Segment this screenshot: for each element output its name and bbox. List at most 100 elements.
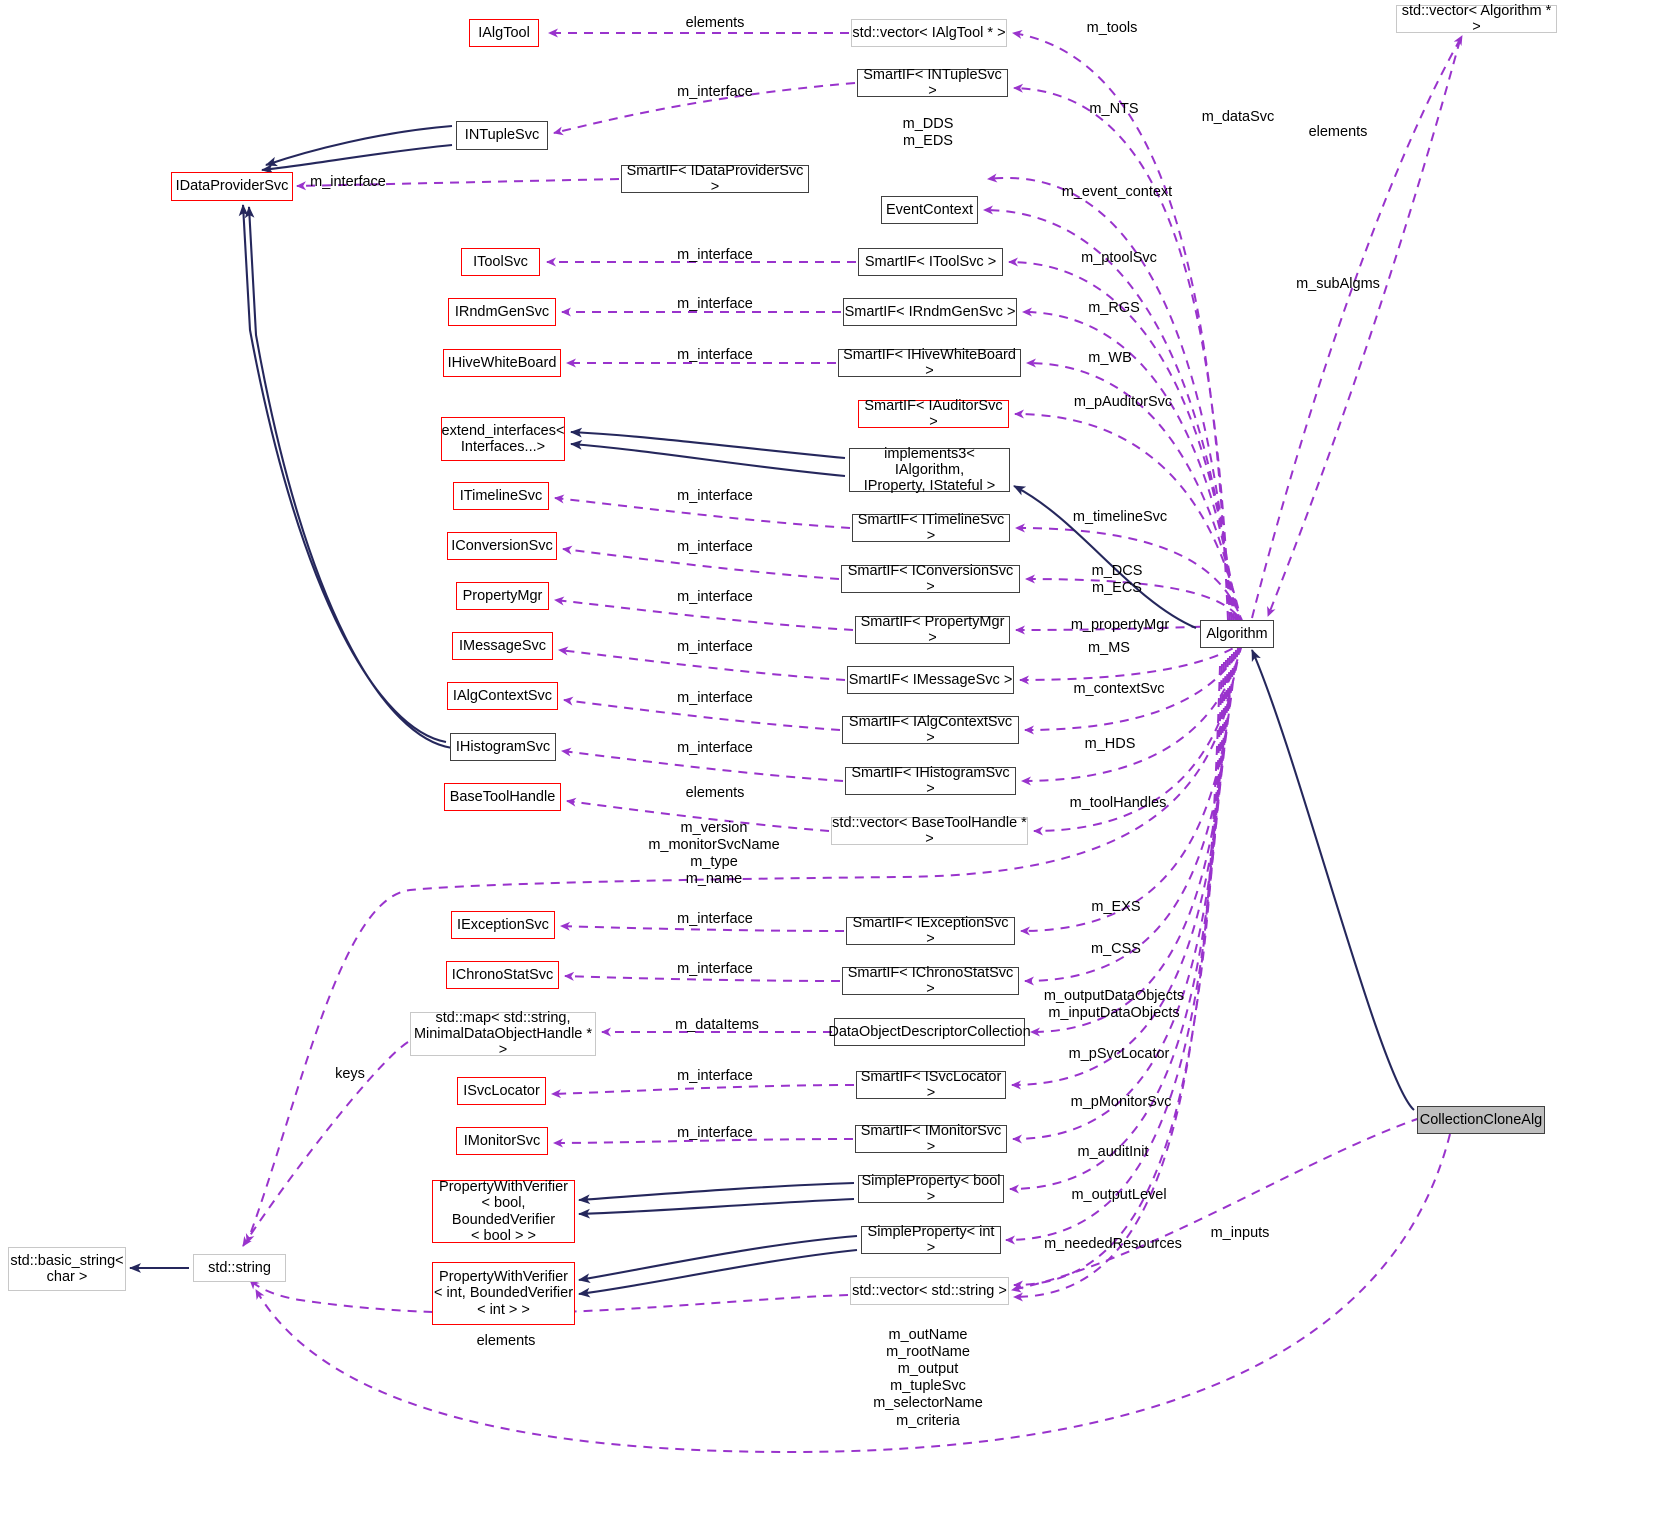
node-basic-string-char[interactable]: std::basic_string< char > [8,1247,126,1291]
node-label: std::vector< IAlgTool * > [852,24,1006,41]
edge-label-m-pmonitorsvc: m_pMonitorSvc [1070,1094,1172,1110]
node-itimelinesvc[interactable]: ITimelineSvc [453,482,549,510]
node-label: SmartIF< INTupleSvc > [863,66,1002,99]
node-label: ITimelineSvc [459,487,543,504]
node-isvclocator[interactable]: ISvcLocator [457,1077,546,1105]
node-propertywithverifier-int[interactable]: PropertyWithVerifier < int, BoundedVerif… [432,1262,575,1325]
edge-label-m-toolhandles: m_toolHandles [1069,795,1167,811]
edge-label-m-inputs: m_inputs [1210,1225,1270,1241]
edge-label-m-interface-imessagesvc: m_interface [677,639,753,655]
node-std-string[interactable]: std::string [193,1254,286,1282]
node-label: std::map< std::string, MinimalDataObject… [413,1009,593,1059]
node-irndmgensvc[interactable]: IRndmGenSvc [448,298,556,326]
node-basetoolhandle[interactable]: BaseToolHandle [444,783,561,811]
node-smartif-iauditorsvc[interactable]: SmartIF< IAuditorSvc > [858,398,1009,430]
node-simpleproperty-int[interactable]: SimpleProperty< int > [861,1223,1001,1256]
edge-label-m-ptoolsvc: m_ptoolSvc [1081,250,1157,266]
node-smartif-ihistogramsvc[interactable]: SmartIF< IHistogramSvc > [845,764,1016,797]
edge-label-m-contextsvc: m_contextSvc [1073,681,1165,697]
edge-label-elements-basetoolhandle: elements [685,785,745,801]
node-ihistogramsvc[interactable]: IHistogramSvc [450,733,556,761]
edge-label-m-auditinit: m_auditInit [1077,1144,1149,1160]
edge-label-m-timelinesvc: m_timelineSvc [1072,509,1168,525]
node-label: ISvcLocator [463,1082,540,1099]
node-smartif-isvclocator[interactable]: SmartIF< ISvcLocator > [856,1069,1006,1101]
node-smartif-propertymgr[interactable]: SmartIF< PropertyMgr > [855,613,1010,646]
node-smartif-imessagesvc[interactable]: SmartIF< IMessageSvc > [847,666,1014,694]
node-smartif-imonitorsvc[interactable]: SmartIF< IMonitorSvc > [855,1123,1007,1155]
node-label: SmartIF< IHistogramSvc > [851,764,1010,797]
edge-label-elements-string: elements [476,1333,536,1349]
edge-label-m-outputlevel: m_outputLevel [1071,1187,1167,1203]
node-eventcontext[interactable]: EventContext [881,196,978,224]
node-smartif-ialgcontextsvc[interactable]: SmartIF< IAlgContextSvc > [842,714,1019,746]
node-dataobjectdescriptorcollection[interactable]: DataObjectDescriptorCollection [828,1018,1031,1046]
node-vector-algorithm[interactable]: std::vector< Algorithm * > [1396,3,1557,35]
node-smartif-irndmgensvc[interactable]: SmartIF< IRndmGenSvc > [843,298,1017,326]
node-smartif-iconversionsvc[interactable]: SmartIF< IConversionSvc > [841,562,1020,595]
edge-label-m-event-context: m_event_context [1061,184,1173,200]
edge-label-elements-algorithm: elements [1308,124,1368,140]
node-intuplesvc[interactable]: INTupleSvc [456,121,548,150]
node-algorithm[interactable]: Algorithm [1200,620,1274,648]
node-iconversionsvc[interactable]: IConversionSvc [447,532,557,560]
node-iexceptionsvc[interactable]: IExceptionSvc [451,911,555,939]
edge-label-m-interface-itimelinesvc: m_interface [677,488,753,504]
node-ihivewhiteboard[interactable]: IHiveWhiteBoard [443,349,561,377]
edge-label-m-dcs-m-ecs: m_DCS m_ECS [1091,563,1143,597]
node-imessagesvc[interactable]: IMessageSvc [452,632,553,660]
node-ialgcontextsvc[interactable]: IAlgContextSvc [447,682,558,710]
edge-label-string-members: m_version m_monitorSvcName m_type m_name [648,820,780,888]
node-vector-basetoolhandle[interactable]: std::vector< BaseToolHandle * > [831,815,1028,847]
node-label: IAlgTool [478,24,530,41]
node-label: SmartIF< IDataProviderSvc > [626,162,804,195]
node-label: IToolSvc [473,253,528,270]
node-vector-string[interactable]: std::vector< std::string > [850,1277,1009,1305]
node-imonitorsvc[interactable]: IMonitorSvc [456,1127,548,1155]
node-propertywithverifier-bool[interactable]: PropertyWithVerifier < bool, BoundedVeri… [432,1179,575,1244]
edge-label-m-psvclocator: m_pSvcLocator [1068,1046,1170,1062]
node-label: SmartIF< IToolSvc > [864,253,997,270]
usage-edge-group [242,28,1463,1454]
node-idataprovidersvc[interactable]: IDataProviderSvc [171,172,293,201]
node-smartif-idataprovidersvc[interactable]: SmartIF< IDataProviderSvc > [621,162,809,195]
edge-label-m-css: m_CSS [1091,941,1141,957]
edge-label-m-interface-isvclocator: m_interface [677,1068,753,1084]
node-label: IMessageSvc [458,637,547,654]
edge-label-data-objects: m_outputDataObjects m_inputDataObjects [1043,988,1185,1022]
node-itoolsvc[interactable]: IToolSvc [461,248,540,276]
node-smartif-itoolsvc[interactable]: SmartIF< IToolSvc > [858,248,1003,276]
node-label: IHistogramSvc [455,738,551,755]
node-label: INTupleSvc [464,127,540,144]
edge-label-m-nts: m_NTS [1089,101,1139,117]
node-label: SmartIF< IConversionSvc > [847,562,1014,595]
node-label: PropertyMgr [462,587,543,604]
node-smartif-itimelinesvc[interactable]: SmartIF< ITimelineSvc > [852,512,1010,544]
edge-label-m-interface-ihivewhiteboard: m_interface [677,347,753,363]
node-vector-ialgtool[interactable]: std::vector< IAlgTool * > [851,19,1007,47]
node-collectionclonealg[interactable]: CollectionCloneAlg [1417,1106,1545,1134]
node-label: SimpleProperty< int > [867,1223,995,1256]
node-label: BaseToolHandle [449,788,556,805]
node-smartif-intuplesvc[interactable]: SmartIF< INTupleSvc > [857,66,1008,99]
node-extend-interfaces[interactable]: extend_interfaces< Interfaces...> [441,417,565,461]
node-simpleproperty-bool[interactable]: SimpleProperty< bool > [858,1173,1004,1205]
edge-label-m-rgs: m_RGS [1088,300,1140,316]
node-propertymgr[interactable]: PropertyMgr [456,582,549,610]
node-smartif-ihivewhiteboard[interactable]: SmartIF< IHiveWhiteBoard > [838,347,1021,379]
edge-label-m-interface-propertymgr: m_interface [677,589,753,605]
node-smartif-ichronostatsvc[interactable]: SmartIF< IChronoStatSvc > [842,965,1019,997]
edge-label-m-pauditorsvc: m_pAuditorSvc [1073,394,1173,410]
node-label: SmartIF< IMessageSvc > [848,671,1013,688]
node-ichronostatsvc[interactable]: IChronoStatSvc [446,961,559,989]
edge-label-collectionclonealg-members: m_outName m_rootName m_output m_tupleSvc… [873,1327,983,1429]
node-implements3[interactable]: implements3< IAlgorithm, IProperty, ISta… [849,446,1010,494]
node-label: SmartIF< PropertyMgr > [860,613,1005,646]
node-smartif-iexceptionsvc[interactable]: SmartIF< IExceptionSvc > [846,915,1015,947]
node-ialgtool[interactable]: IAlgTool [469,19,539,47]
edge-label-m-interface-intuplesvc: m_interface [677,84,753,100]
node-label: PropertyWithVerifier < int, BoundedVerif… [433,1269,574,1318]
node-map-string-minimaldataobjecthandle[interactable]: std::map< std::string, MinimalDataObject… [410,1009,596,1059]
